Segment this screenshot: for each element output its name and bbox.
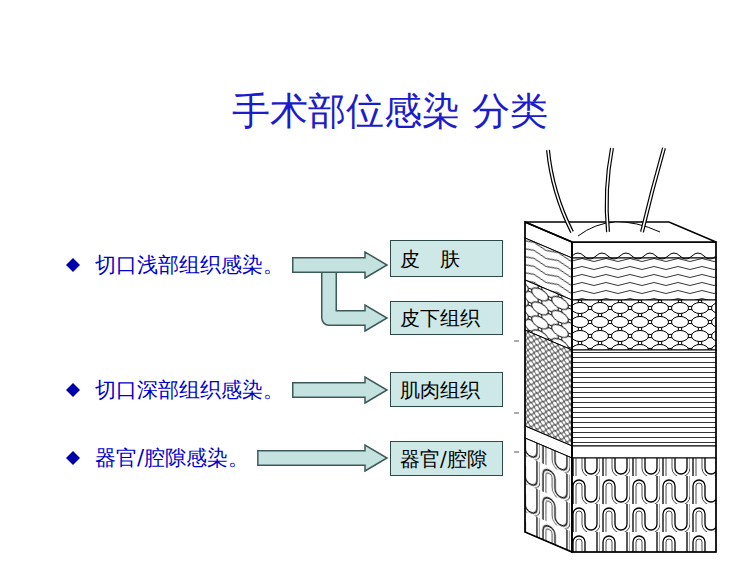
block-arrow <box>292 252 387 278</box>
hair <box>548 150 572 232</box>
block-top-face <box>525 222 716 242</box>
block-front-face <box>572 242 716 552</box>
arrow-head <box>365 377 387 403</box>
fascia-front <box>572 446 716 458</box>
hair <box>548 150 572 232</box>
node-text: 皮下组织 <box>400 306 480 330</box>
node-text: 切口浅部组织感染。 <box>95 253 284 277</box>
bullet-diamond <box>66 451 80 465</box>
fat-front <box>572 300 716 350</box>
block-arrow <box>292 377 387 403</box>
block-side-outline <box>525 222 572 552</box>
epidermis-wave <box>572 253 716 259</box>
hair <box>642 148 664 232</box>
node-text: 肌肉组织 <box>400 378 480 402</box>
hair <box>607 148 612 232</box>
bullet-diamond <box>66 383 80 397</box>
bullet-item: 切口浅部组织感染。 <box>95 253 284 277</box>
node-text: 器官/腔隙感染。 <box>95 446 249 470</box>
node-text: 器官/腔隙 <box>400 447 487 471</box>
arrow-shaft-fill <box>259 452 367 465</box>
hairs <box>548 148 664 232</box>
epidermis-front <box>572 242 716 258</box>
category-box: 肌肉组织 <box>390 372 503 407</box>
tick-marks <box>514 341 519 452</box>
block-arrow <box>257 445 387 471</box>
tick-mark <box>514 341 519 342</box>
bullet-item: 切口深部组织感染。 <box>95 378 284 402</box>
node-text: 皮 肤 <box>400 247 460 271</box>
arrow-head <box>365 252 387 278</box>
bullet-item: 器官/腔隙感染。 <box>95 446 249 470</box>
hair <box>607 148 612 232</box>
block-outline <box>572 242 716 552</box>
tick-mark <box>514 413 519 414</box>
category-box: 皮下组织 <box>390 301 503 335</box>
diagram-title: 手术部位感染 分类 <box>0 89 746 133</box>
block-side-face <box>525 222 572 552</box>
hair-follicle-bump <box>578 222 660 236</box>
bullet-diamonds <box>66 258 80 465</box>
arrow-shaft-fill <box>294 384 368 397</box>
arrow-head <box>365 305 387 331</box>
muscle-front <box>572 350 716 446</box>
category-box: 皮 肤 <box>390 240 503 277</box>
dermis-front <box>572 258 716 300</box>
gut-front <box>572 458 716 552</box>
category-box: 器官/腔隙 <box>390 441 503 476</box>
block-arrow <box>292 265 387 331</box>
arrow-head <box>365 445 387 471</box>
node-text: 切口深部组织感染。 <box>95 378 284 402</box>
bullet-diamond <box>66 258 80 272</box>
hair <box>642 148 664 232</box>
tick-mark <box>514 452 519 453</box>
arrow-shaft-fill <box>294 259 368 272</box>
